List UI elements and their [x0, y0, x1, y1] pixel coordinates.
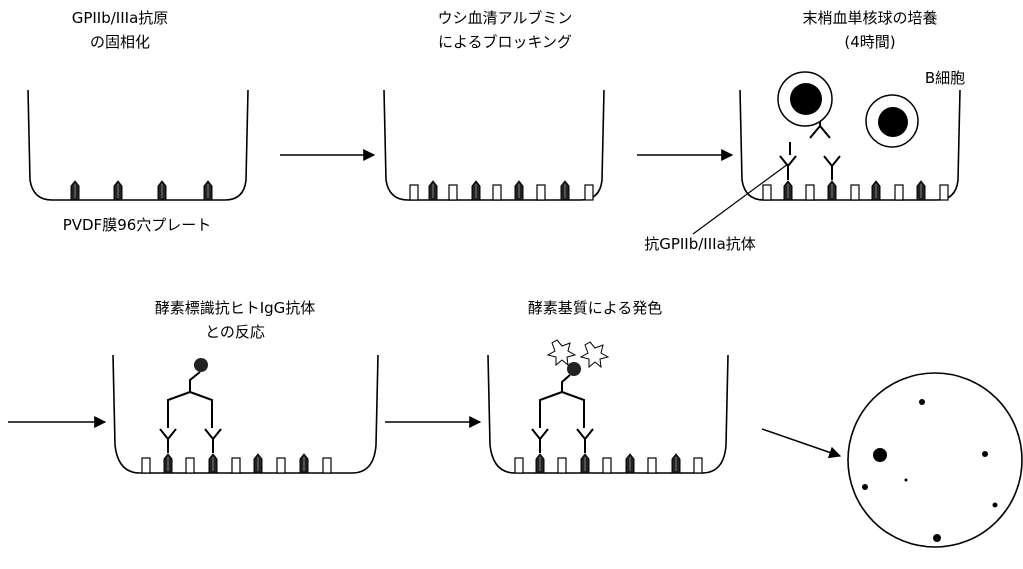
result-spots — [847, 372, 1023, 548]
color-group-5 — [514, 339, 703, 474]
arrow-5 — [761, 428, 842, 459]
well-2 — [383, 89, 605, 201]
step2-title: ウシ血清アルブミン によるブロッキング — [400, 6, 610, 54]
antigen-group-1 — [70, 180, 213, 201]
step5-title: 酵素基質による発色 — [495, 296, 695, 320]
step4-title-line2: との反応 — [205, 323, 265, 341]
step3-title: 末梢血単核球の培養 (4時間) — [765, 6, 975, 54]
step1-title-line2: の固相化 — [89, 33, 150, 51]
step4-title: 酵素標識抗ヒトIgG抗体 との反応 — [115, 296, 355, 344]
plate-label: PVDF膜96穴プレート — [62, 216, 212, 234]
antibody-label: 抗GPIIb/IIIa抗体 — [644, 235, 756, 253]
step1-title: GPIIb/IIIa抗原 の固相化 — [30, 6, 210, 54]
culture-group-3 — [762, 71, 949, 201]
labeled-group-4 — [141, 358, 332, 474]
step3-title-line1: 末梢血単核球の培養 — [802, 9, 938, 27]
step3-title-line2: (4時間) — [844, 33, 896, 51]
well-3 — [739, 89, 961, 201]
step5-title-line1: 酵素基質による発色 — [527, 299, 663, 317]
well-4 — [112, 354, 379, 474]
step1-title-line1: GPIIb/IIIa抗原 — [71, 9, 169, 27]
step4-title-line1: 酵素標識抗ヒトIgG抗体 — [154, 299, 316, 317]
antibody-pointer — [692, 163, 789, 235]
bcell-label: B細胞 — [924, 69, 966, 87]
step2-title-line2: によるブロッキング — [437, 33, 573, 51]
blocking-group-2 — [409, 180, 594, 201]
well-5 — [487, 354, 729, 474]
well-1 — [27, 89, 249, 201]
step2-title-line1: ウシ血清アルブミン — [437, 9, 573, 27]
